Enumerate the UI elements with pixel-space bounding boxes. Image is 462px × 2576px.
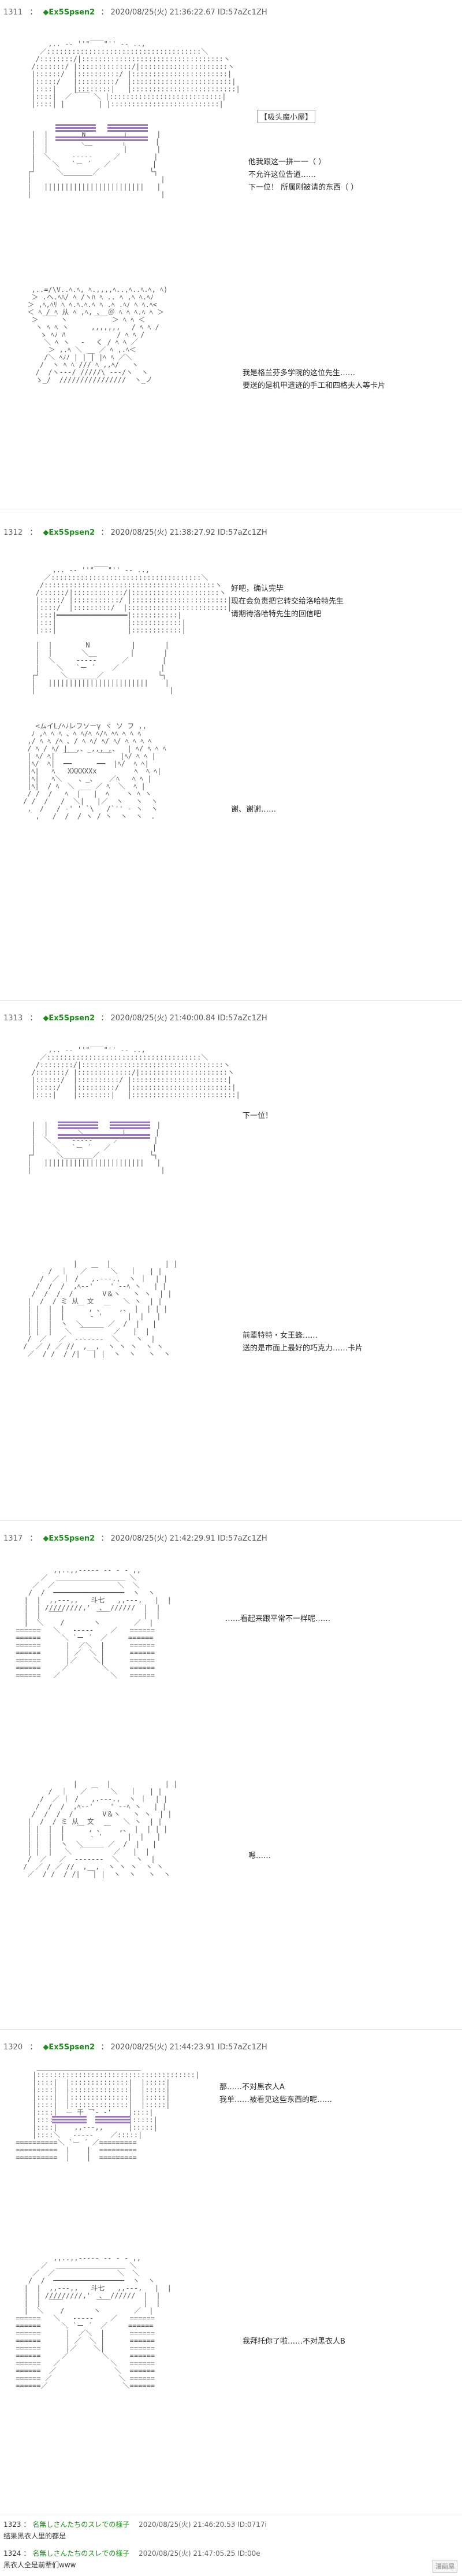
- dialog-line: ……看起来跟平常不一样呢……: [225, 1615, 331, 1623]
- separator: ：: [29, 528, 38, 537]
- dialog-line: 前辈特特・女王蜂……: [243, 1331, 318, 1340]
- dialog-line: 我拜托你了啦……不对黑衣人B: [243, 2337, 345, 2346]
- poster-name[interactable]: ◆Ex5Spsen2: [43, 1014, 95, 1023]
- post-1311: 1311 ： ◆Ex5Spsen2 ： 2020/08/25(火) 21:36:…: [0, 0, 462, 474]
- sunglasses-left: [52, 2116, 87, 2124]
- dialog-line: 好吧，确认完毕: [231, 584, 284, 593]
- sunglasses-right: [107, 124, 148, 132]
- aa-hooded-figure-illustration: | | | | / ｜ ／ ￣ ＼ ｜ | | / ／ ｜ / ,.-‐-., …: [23, 1260, 178, 1358]
- sunglasses-left: [58, 1122, 98, 1130]
- post-1312: 1312 ： ◆Ex5Spsen2 ： 2020/08/25(火) 21:38:…: [0, 520, 462, 983]
- reply-name[interactable]: 名無しさんたちのスレでの様子: [32, 2521, 130, 2529]
- dialog-line: 不允许这位告道……: [248, 171, 316, 179]
- post-divider: [0, 1520, 462, 1521]
- post-header: 1311 ： ◆Ex5Spsen2 ： 2020/08/25(火) 21:36:…: [3, 6, 267, 17]
- separator: ：: [23, 2521, 31, 2529]
- dialog-line: 嗯……: [248, 1852, 271, 1860]
- dialog-bottom: 嗯……: [248, 1850, 271, 1863]
- post-meta: 2020/08/25(火) 21:44:23.91 ID:57aZc1ZH: [110, 2043, 267, 2052]
- aa-face-illustration: ,.. -‐ ''"￣￣"'' ‐- .., ／::::::::::::::::…: [31, 566, 232, 694]
- dialog-line: 下一位！: [243, 1112, 273, 1120]
- location-tag: 【吸头魔小屋】: [257, 110, 316, 123]
- sunglasses-right: [110, 1122, 150, 1130]
- sunglasses-bridge: [58, 1134, 150, 1140]
- separator: ：: [100, 528, 109, 537]
- reply-meta: 2020/08/25(火) 21:47:05.25 ID:00e: [139, 2549, 260, 2558]
- dialog-line: 送的是市面上最好的巧克力……卡片: [243, 1344, 363, 1353]
- post-divider: [0, 1000, 462, 1001]
- reply-1323-text: 结果黑衣人里的都是: [3, 2532, 66, 2540]
- separator: ：: [29, 1014, 38, 1023]
- reply-meta: 2020/08/25(火) 21:46:20.53 ID:0717i: [139, 2521, 267, 2529]
- post-meta: 2020/08/25(火) 21:38:27.92 ID:57aZc1ZH: [110, 528, 267, 537]
- dialog-top: ……看起来跟平常不一样呢……: [225, 1613, 330, 1626]
- dialog-line: 谢、谢谢……: [231, 805, 277, 814]
- dialog-top: 好吧，确认完毕 现在会负责把它转交给洛哈特先生 请期待洛哈特先生的回信吧: [231, 583, 344, 621]
- post-meta: 2020/08/25(火) 21:42:29.91 ID:57aZc1ZH: [110, 1534, 267, 1543]
- aa-hooded-figure-illustration: | | | | / ｜ ／ ￣ ＼ ｜ | | / ／ ｜ / ,.-‐-., …: [23, 1780, 178, 1878]
- poster-name[interactable]: ◆Ex5Spsen2: [43, 528, 95, 537]
- separator: ：: [100, 1534, 109, 1543]
- dialog-line: 我是格兰芬多学院的这位先生……: [243, 369, 356, 377]
- reply-number: 1323: [3, 2521, 21, 2529]
- post-header: 1317 ： ◆Ex5Spsen2 ： 2020/08/25(火) 21:42:…: [3, 1532, 267, 1543]
- dialog-line: 请期待洛哈特先生的回信吧: [231, 610, 322, 619]
- dialog-bottom: 我是格兰芬多学院的这位先生…… 要送的是机甲遗迹的手工和四格夫人等卡片: [243, 367, 385, 393]
- dialog-line: 我单……被看见这些东西的呢……: [219, 2096, 333, 2104]
- post-header: 1312 ： ◆Ex5Spsen2 ： 2020/08/25(火) 21:38:…: [3, 526, 267, 537]
- post-number: 1320: [3, 2043, 23, 2052]
- aa-blackcoat-figure-illustration: ,,..,,-‐‐‐‐ ‐‐ ‐ ‐ ,, ／ ＿＿＿＿＿＿＿＿＿＿ ＼ ／ ／…: [16, 1566, 172, 1679]
- poster-name[interactable]: ◆Ex5Spsen2: [43, 2043, 95, 2052]
- dialog-top: 那……不对黑衣人A 我单……被看见这些东西的呢……: [219, 2081, 332, 2107]
- aa-creature-illustration: ,..=/\V..ﾍ.ﾍ, ﾍ.,,,,ﾍ..,ﾍ..ﾍ.ﾍ, ﾍ) ＞ .へ.…: [27, 286, 168, 384]
- post-number: 1311: [3, 8, 23, 17]
- dialog-line: 他我跟这一拼一一（ ）: [248, 158, 326, 166]
- site-watermark: 漫画屋: [433, 2560, 457, 2573]
- post-meta: 2020/08/25(火) 21:36:22.67 ID:57aZc1ZH: [110, 8, 267, 17]
- reply-name[interactable]: 名無しさんたちのスレでの様子: [32, 2549, 130, 2558]
- dialog-bottom: 前辈特特・女王蜂…… 送的是市面上最好的巧克力……卡片: [243, 1330, 363, 1355]
- reply-1324-header: 1324 ： 名無しさんたちのスレでの様子 2020/08/25(火) 21:4…: [3, 2548, 260, 2558]
- separator: ：: [29, 8, 38, 17]
- sunglasses-left: [55, 124, 96, 132]
- post-divider: [0, 2029, 462, 2030]
- poster-name[interactable]: ◆Ex5Spsen2: [43, 8, 95, 17]
- separator: ：: [23, 2549, 31, 2558]
- post-1320: 1320 ： ◆Ex5Spsen2 ： 2020/08/25(火) 21:44:…: [0, 2035, 462, 2509]
- dialog-line: 那……不对黑衣人A: [219, 2083, 285, 2092]
- aa-blackcoat-b-illustration: ,,..,,-‐‐‐‐ ‐‐ ‐ ‐ ,, ／ ＿＿＿＿＿＿＿＿＿＿ ＼ ／ ／…: [16, 2254, 172, 2390]
- dialog-bottom: 我拜托你了啦……不对黑衣人B: [243, 2336, 345, 2348]
- post-number: 1317: [3, 1534, 23, 1543]
- poster-name[interactable]: ◆Ex5Spsen2: [43, 1534, 95, 1543]
- dialog-line: 要送的是机甲遗迹的手工和四格夫人等卡片: [243, 382, 386, 390]
- separator: ：: [100, 8, 109, 17]
- dialog-top: 他我跟这一拼一一（ ） 不允许这位告道…… 下一位！ 所属刚被请的东西（ ）: [248, 156, 358, 194]
- sunglasses-right: [95, 2116, 130, 2124]
- post-header: 1313 ： ◆Ex5Spsen2 ： 2020/08/25(火) 21:40:…: [3, 1012, 267, 1023]
- separator: ：: [29, 1534, 38, 1543]
- separator: ：: [29, 2043, 38, 2052]
- dialog-top: 下一位！: [243, 1110, 273, 1123]
- post-number: 1312: [3, 528, 23, 537]
- separator: ：: [100, 2043, 109, 2052]
- reply-1324-text: 黑衣人全是前辈们www: [3, 2561, 76, 2569]
- dialog-line: 下一位！ 所属刚被请的东西（ ）: [248, 183, 359, 192]
- post-1313: 1313 ： ◆Ex5Spsen2 ： 2020/08/25(火) 21:40:…: [0, 1006, 462, 1509]
- reply-number: 1324: [3, 2549, 21, 2558]
- reply-1323-header: 1323 ： 名無しさんたちのスレでの様子 2020/08/25(火) 21:4…: [3, 2519, 267, 2529]
- aa-face-illustration: ,.. -‐ ''"￣￣"'' ‐- .., ／::::::::::::::::…: [27, 40, 240, 198]
- post-number: 1313: [3, 1014, 23, 1023]
- separator: ：: [100, 1014, 109, 1023]
- post-header: 1320 ： ◆Ex5Spsen2 ： 2020/08/25(火) 21:44:…: [3, 2041, 267, 2052]
- post-1317: 1317 ： ◆Ex5Spsen2 ： 2020/08/25(火) 21:42:…: [0, 1526, 462, 2012]
- sunglasses-bridge: [55, 136, 148, 142]
- post-meta: 2020/08/25(火) 21:40:00.84 ID:57aZc1ZH: [110, 1014, 267, 1023]
- aa-girl-illustration: <ムイL/ﾍﾉレフソーγ ヾ ソ フ ,, ﾉ ,ﾍ ﾍ ﾍ 、ﾍ ﾍ/ﾍ ﾍ/…: [23, 722, 166, 820]
- aa-face-illustration: ,.. -‐ ''"￣￣"'' ‐- .., ／::::::::::::::::…: [27, 1046, 240, 1174]
- dialog-line: 现在会负责把它转交给洛哈特先生: [231, 597, 344, 606]
- aa-blackcoat-a-illustration: ＿＿＿＿＿＿＿＿＿＿＿＿＿＿＿ |:::::::::::::::::::::::…: [16, 2063, 200, 2162]
- dialog-bottom: 谢、谢谢……: [231, 804, 276, 816]
